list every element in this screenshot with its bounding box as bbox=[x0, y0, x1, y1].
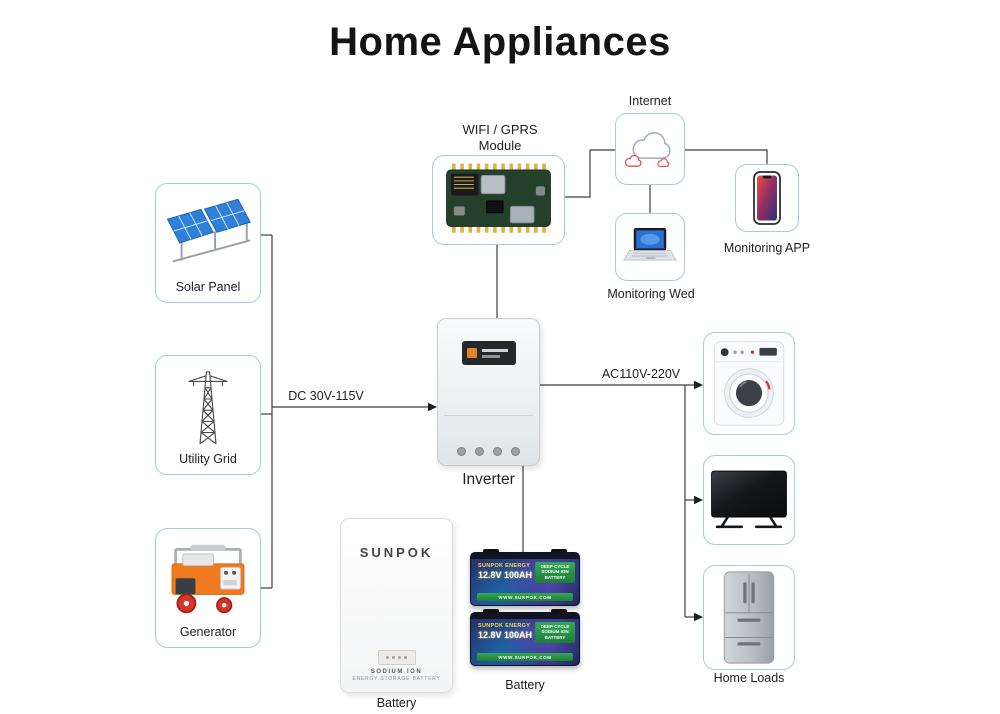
battery-pack-website: WWW.SUNPOK.COM bbox=[477, 653, 573, 661]
inverter-device bbox=[437, 318, 540, 466]
battery-pack-desc: DEEP CYCLE SODIUM ION BATTERY bbox=[535, 562, 575, 583]
solar-panel-icon bbox=[161, 189, 255, 281]
generator-node: Generator bbox=[155, 528, 261, 648]
dc-voltage-label: DC 30V-115V bbox=[288, 389, 364, 403]
ac-voltage-label: AC110V-220V bbox=[601, 367, 681, 381]
battery-terminal-icon bbox=[551, 549, 567, 555]
cloud-icon bbox=[621, 117, 679, 181]
refrigerator-icon bbox=[709, 569, 789, 666]
battery-pack: SUNPOK ENERGY 12.8V 100AH DEEP CYCLE SOD… bbox=[470, 549, 580, 606]
monitoring-web-node bbox=[615, 213, 685, 281]
internet-label: Internet bbox=[628, 94, 672, 108]
tv-node bbox=[703, 455, 795, 545]
tv-arrowhead bbox=[694, 495, 703, 505]
battery-pack-brand: SUNPOK ENERGY bbox=[478, 563, 531, 569]
solar-panel-label: Solar Panel bbox=[175, 280, 241, 295]
generator-label: Generator bbox=[179, 625, 237, 640]
internet-phone-line bbox=[685, 149, 768, 164]
page-title: Home Appliances bbox=[329, 20, 671, 64]
wall-battery-brand: SUNPOK bbox=[359, 545, 434, 560]
wall-battery-device: SUNPOK SODIUM ION ENERGY STORAGE BATTERY bbox=[340, 518, 453, 693]
utility-grid-label: Utility Grid bbox=[179, 452, 237, 467]
fridge-arrowhead bbox=[694, 612, 703, 622]
tv-icon bbox=[709, 461, 789, 539]
washer-arrowhead bbox=[694, 380, 703, 390]
battery-terminal-icon bbox=[483, 549, 499, 555]
battery-terminal-icon bbox=[483, 609, 499, 615]
utility-grid-icon bbox=[161, 361, 255, 453]
monitoring-web-label: Monitoring Wed bbox=[607, 287, 695, 301]
wifi-internet-line bbox=[565, 149, 615, 198]
laptop-icon bbox=[621, 218, 679, 276]
wall-battery-label: Battery bbox=[376, 696, 417, 710]
wifi-module-node bbox=[432, 155, 565, 245]
wall-battery-display bbox=[377, 650, 416, 665]
wall-battery-type: SODIUM ION bbox=[370, 669, 423, 675]
solar-panel-node: Solar Panel bbox=[155, 183, 261, 303]
washing-machine-icon bbox=[709, 336, 789, 431]
circuit-board-icon bbox=[438, 159, 559, 241]
battery-pack: SUNPOK ENERGY 12.8V 100AH DEEP CYCLE SOD… bbox=[470, 609, 580, 666]
utility-grid-node: Utility Grid bbox=[155, 355, 261, 475]
inverter-label: Inverter bbox=[462, 471, 515, 488]
battery-terminal-icon bbox=[551, 609, 567, 615]
washing-machine-node bbox=[703, 332, 795, 435]
battery-pack-stack: SUNPOK ENERGY 12.8V 100AH DEEP CYCLE SOD… bbox=[470, 549, 580, 666]
home-loads-label: Home Loads bbox=[713, 671, 785, 685]
wifi-module-label: WIFI / GPRS Module bbox=[462, 122, 538, 153]
refrigerator-node bbox=[703, 565, 795, 670]
generator-icon bbox=[161, 534, 255, 626]
battery-pack-label: Battery bbox=[505, 678, 545, 692]
inverter-display bbox=[462, 341, 516, 365]
monitoring-app-label: Monitoring APP bbox=[723, 241, 811, 255]
battery-pack-desc: DEEP CYCLE SODIUM ION BATTERY bbox=[535, 622, 575, 643]
inverter-ports bbox=[438, 447, 539, 456]
inverter-seam bbox=[444, 415, 533, 416]
dc-arrowhead bbox=[428, 402, 437, 412]
battery-pack-spec: 12.8V 100AH bbox=[478, 630, 533, 640]
battery-pack-spec: 12.8V 100AH bbox=[478, 570, 533, 580]
wall-battery-subtype: ENERGY STORAGE BATTERY bbox=[352, 676, 441, 682]
battery-pack-website: WWW.SUNPOK.COM bbox=[477, 593, 573, 601]
internet-node bbox=[615, 113, 685, 185]
monitoring-app-node bbox=[735, 164, 799, 232]
smartphone-icon bbox=[741, 167, 793, 229]
battery-pack-brand: SUNPOK ENERGY bbox=[478, 623, 531, 629]
